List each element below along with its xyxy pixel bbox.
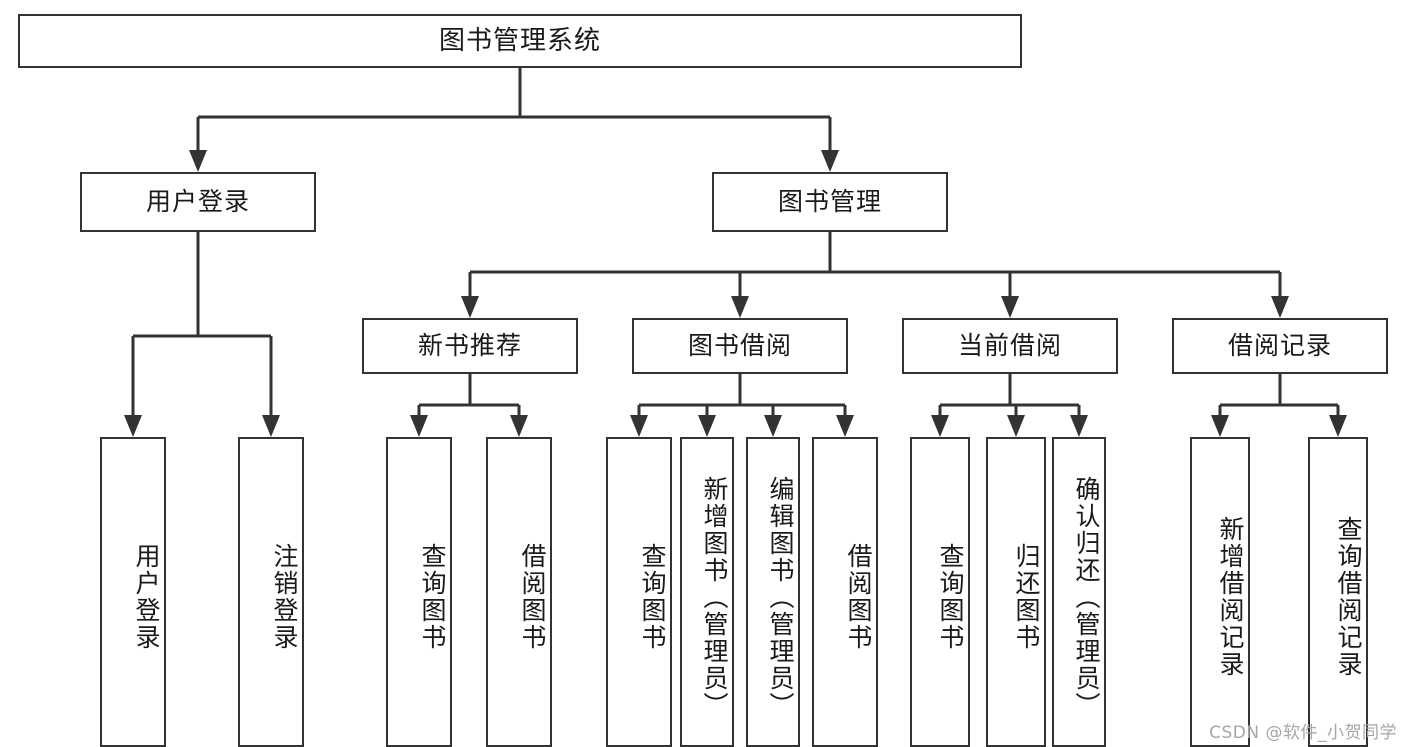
node-leaf-2[interactable]: 注销登录: [238, 437, 304, 747]
node-leaf-10-label: 归还图书: [1012, 543, 1041, 651]
node-leaf-3[interactable]: 查询图书: [386, 437, 452, 747]
node-leaf-2-label: 注销登录: [270, 543, 299, 651]
node-leaf-13-label: 查询借阅记录: [1334, 516, 1363, 678]
node-leaf-8-label: 借阅图书: [844, 543, 873, 651]
node-level3-3-label: 当前借阅: [957, 331, 1062, 361]
node-leaf-4[interactable]: 借阅图书: [486, 437, 552, 747]
node-level3-4-label: 借阅记录: [1227, 331, 1332, 361]
node-level3-1-label: 新书推荐: [417, 331, 522, 361]
node-leaf-6-label: 新增图书（管理员）: [700, 475, 729, 719]
node-leaf-9-label: 查询图书: [936, 543, 965, 651]
node-leaf-6[interactable]: 新增图书（管理员）: [680, 437, 734, 747]
node-level2-1-label: 用户登录: [145, 187, 250, 217]
node-level3-2[interactable]: 图书借阅: [632, 318, 848, 374]
node-leaf-1[interactable]: 用户登录: [100, 437, 166, 747]
node-leaf-12-label: 新增借阅记录: [1216, 516, 1245, 678]
node-leaf-11[interactable]: 确认归还（管理员）: [1052, 437, 1106, 747]
node-root[interactable]: 图书管理系统: [18, 14, 1022, 68]
node-leaf-13[interactable]: 查询借阅记录: [1308, 437, 1368, 747]
node-leaf-5[interactable]: 查询图书: [606, 437, 672, 747]
node-leaf-7[interactable]: 编辑图书（管理员）: [746, 437, 800, 747]
node-level3-1[interactable]: 新书推荐: [362, 318, 578, 374]
node-leaf-7-label: 编辑图书（管理员）: [766, 475, 795, 719]
node-leaf-4-label: 借阅图书: [518, 543, 547, 651]
node-leaf-10[interactable]: 归还图书: [986, 437, 1046, 747]
node-level2-1[interactable]: 用户登录: [80, 172, 316, 232]
node-leaf-9[interactable]: 查询图书: [910, 437, 970, 747]
node-leaf-8[interactable]: 借阅图书: [812, 437, 878, 747]
node-leaf-5-label: 查询图书: [638, 543, 667, 651]
node-root-label: 图书管理系统: [438, 25, 601, 56]
node-leaf-1-label: 用户登录: [132, 543, 161, 651]
node-leaf-3-label: 查询图书: [418, 543, 447, 651]
node-level3-2-label: 图书借阅: [687, 331, 792, 361]
node-level2-2-label: 图书管理: [777, 187, 882, 217]
node-level3-4[interactable]: 借阅记录: [1172, 318, 1388, 374]
node-leaf-12[interactable]: 新增借阅记录: [1190, 437, 1250, 747]
node-leaf-11-label: 确认归还（管理员）: [1072, 475, 1101, 719]
node-level3-3[interactable]: 当前借阅: [902, 318, 1118, 374]
node-level2-2[interactable]: 图书管理: [712, 172, 948, 232]
watermark: CSDN @软件_小贺同学: [1209, 723, 1397, 743]
